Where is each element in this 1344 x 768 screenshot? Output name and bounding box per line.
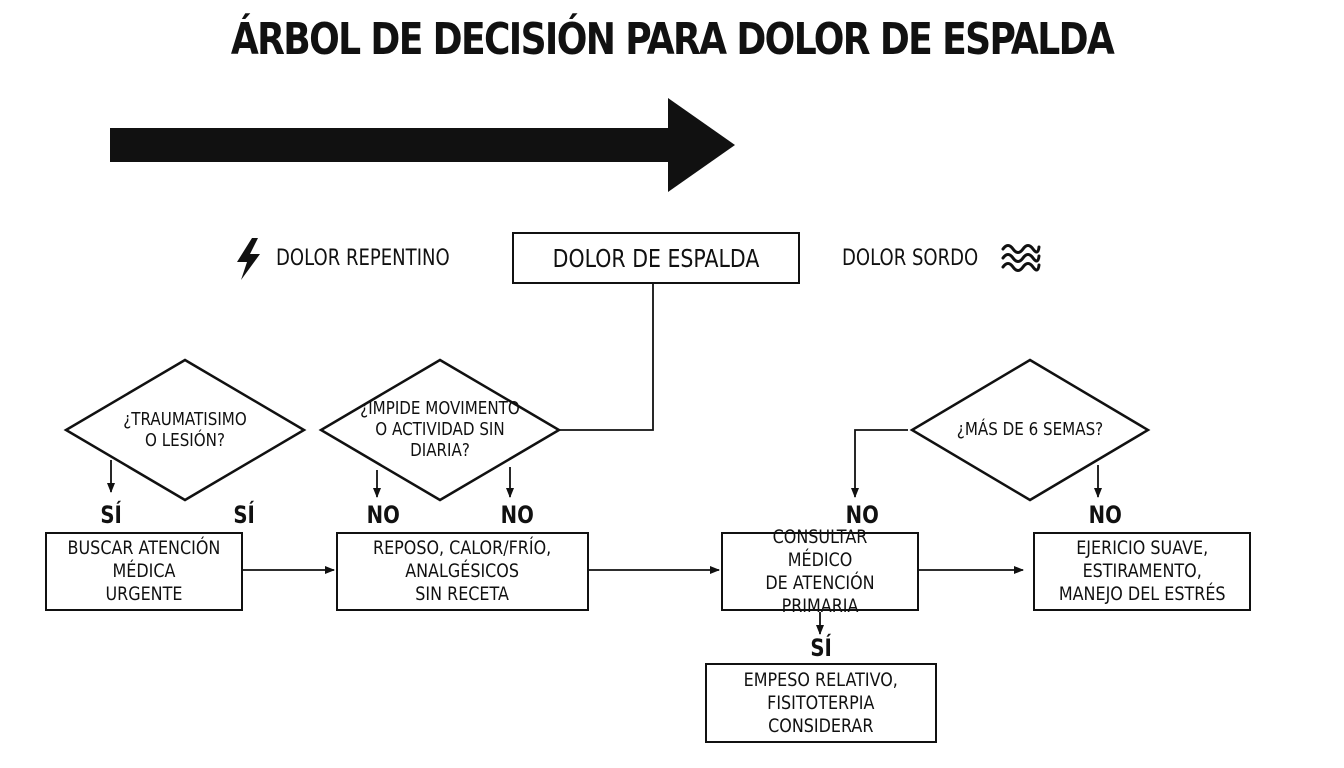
root-node: DOLOR DE ESPALDA	[512, 232, 800, 284]
wavy-lines-icon	[1001, 244, 1041, 272]
action-consult: CONSULTAR MÉDICO DE ATENCIÓN PRIMARIA	[721, 526, 919, 617]
side-label-dull: DOLOR SORDO	[842, 246, 979, 271]
side-label-sudden: DOLOR REPENTINO	[276, 246, 450, 271]
decision-impede-text: ¿IMPIDE MOVIMENTO O ACTIVIDAD SIN DIARIA…	[360, 398, 520, 461]
action-urgent-text: BUSCAR ATENCIÓN MÉDICA URGENTE	[67, 537, 221, 605]
action-relative-rest-text: EMPESO RELATIVO, FISITOTERPIA CONSIDERAR	[743, 668, 899, 737]
connector-root-impede	[559, 283, 654, 431]
branch-label-si: SÍ	[810, 634, 832, 662]
diamond-trauma	[63, 358, 307, 502]
branch-label-si: SÍ	[233, 501, 255, 529]
branch-label-si: SÍ	[100, 501, 122, 529]
action-consult-text: CONSULTAR MÉDICO DE ATENCIÓN PRIMARIA	[765, 525, 875, 617]
lightning-bolt-icon	[237, 238, 260, 280]
root-node-label: DOLOR DE ESPALDA	[552, 243, 760, 273]
action-rest-text: REPOSO, CALOR/FRÍO, ANALGÉSICOS SIN RECE…	[373, 537, 552, 605]
branch-label-no: NO	[366, 501, 400, 529]
diamond-impede	[318, 358, 562, 502]
action-relative-rest: EMPESO RELATIVO, FISITOTERPIA CONSIDERAR	[705, 663, 937, 743]
action-exercise-text: EJERICIO SUAVE, ESTIRAMENTO, MANEJO DEL …	[1058, 537, 1226, 605]
branch-label-no: NO	[845, 501, 879, 529]
action-urgent: BUSCAR ATENCIÓN MÉDICA URGENTE	[45, 532, 243, 611]
action-exercise: EJERICIO SUAVE, ESTIRAMENTO, MANEJO DEL …	[1033, 532, 1251, 611]
branch-label-no: NO	[1088, 501, 1122, 529]
decision-trauma-text: ¿TRAUMATISIMO O LESIÓN?	[123, 409, 247, 451]
decision-weeks-text: ¿MÁS DE 6 SEMAS?	[956, 419, 1104, 440]
action-rest: REPOSO, CALOR/FRÍO, ANALGÉSICOS SIN RECE…	[336, 532, 589, 611]
connector-weeks-loop	[851, 429, 908, 498]
diagram-title: ÁRBOL DE DECISIÓN PARA DOLOR DE ESPALDA	[230, 14, 1115, 65]
diamond-weeks	[909, 358, 1151, 502]
branch-label-no: NO	[500, 501, 534, 529]
right-arrow-icon	[110, 98, 735, 192]
